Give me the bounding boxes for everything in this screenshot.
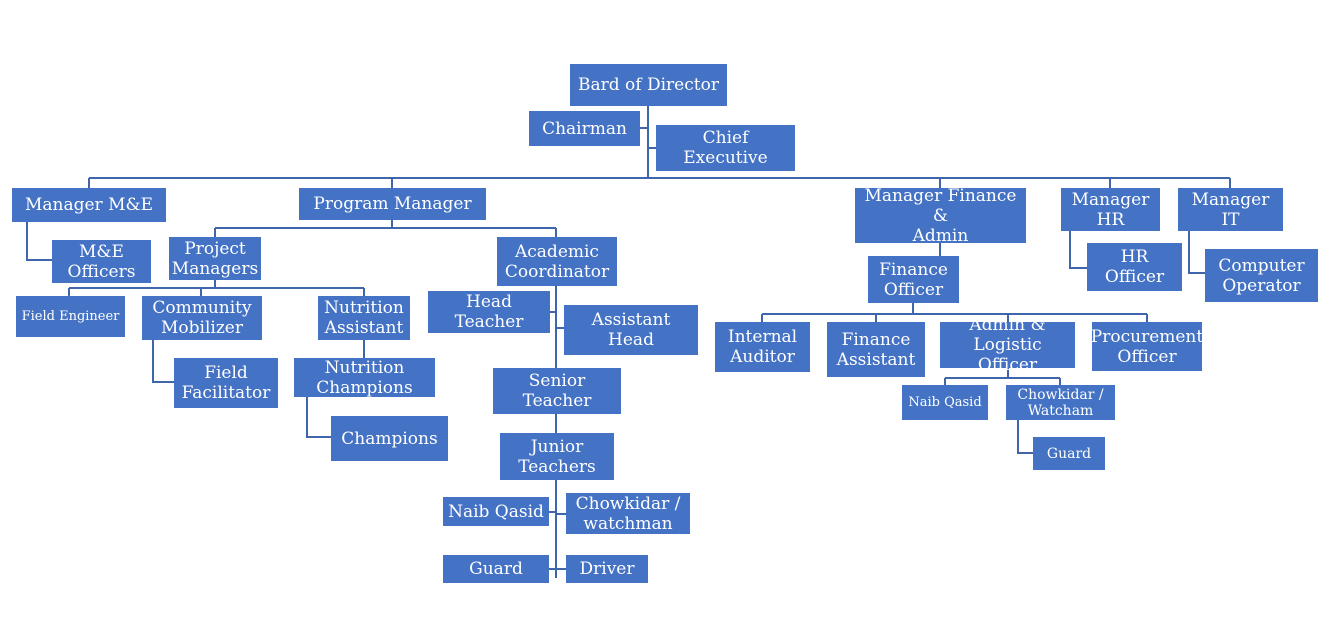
node-admin-naib-qasid: Naib Qasid (902, 385, 988, 420)
node-finance-assistant: Finance Assistant (827, 322, 925, 377)
node-field-engineer: Field Engineer (16, 296, 125, 337)
connector-me-officers (26, 222, 52, 261)
node-head-teacher: Head Teacher (428, 291, 550, 333)
node-manager-finance-admin: Manager Finance & Admin (855, 186, 1026, 246)
node-program-manager: Program Manager (299, 188, 486, 220)
node-finance-officer: Finance Officer (868, 256, 959, 303)
node-community-mobilizer: Community Mobilizer (142, 296, 262, 340)
node-champions: Champions (331, 416, 448, 461)
node-school-naib-qasid: Naib Qasid (443, 497, 549, 526)
node-hr-officer: HR Officer (1087, 243, 1182, 291)
connector-field-facilitator (152, 340, 174, 383)
node-academic-coordinator: Academic Coordinator (497, 237, 617, 286)
node-procurement-officer: Procurement Officer (1091, 322, 1203, 371)
node-driver: Driver (566, 555, 648, 583)
node-nutrition-champions: Nutrition Champions (294, 358, 435, 398)
node-manager-hr: Manager HR (1061, 188, 1160, 231)
node-chairman: Chairman (529, 111, 640, 146)
node-manager-me: Manager M&E (12, 188, 166, 222)
node-admin-chowkidar-watcham: Chowkidar / Watcham (1006, 385, 1115, 420)
connector-hr-officer (1069, 231, 1087, 269)
node-manager-it: Manager IT (1178, 188, 1283, 231)
node-internal-auditor: Internal Auditor (715, 322, 810, 372)
connector-computer-operator (1188, 231, 1205, 274)
node-junior-teachers: Junior Teachers (500, 433, 614, 480)
connector-admin-guard (1017, 420, 1033, 454)
node-computer-operator: Computer Operator (1205, 249, 1318, 302)
node-chief-executive: Chief Executive (656, 125, 795, 171)
node-admin-logistic-officer: Admin & Logistic Officer (940, 315, 1075, 375)
node-assistant-head: Assistant Head (564, 305, 698, 355)
connector-champions (306, 397, 331, 438)
node-me-officers: M&E Officers (52, 240, 151, 283)
node-field-facilitator: Field Facilitator (174, 358, 278, 408)
node-admin-guard: Guard (1033, 437, 1105, 470)
node-school-chowkidar-watchman: Chowkidar / watchman (566, 493, 690, 534)
node-project-managers: Project Managers (169, 237, 261, 280)
node-senior-teacher: Senior Teacher (493, 368, 621, 414)
node-school-guard: Guard (443, 555, 549, 583)
node-nutrition-assistant: Nutrition Assistant (318, 296, 410, 340)
node-board-of-director: Bard of Director (570, 64, 727, 106)
